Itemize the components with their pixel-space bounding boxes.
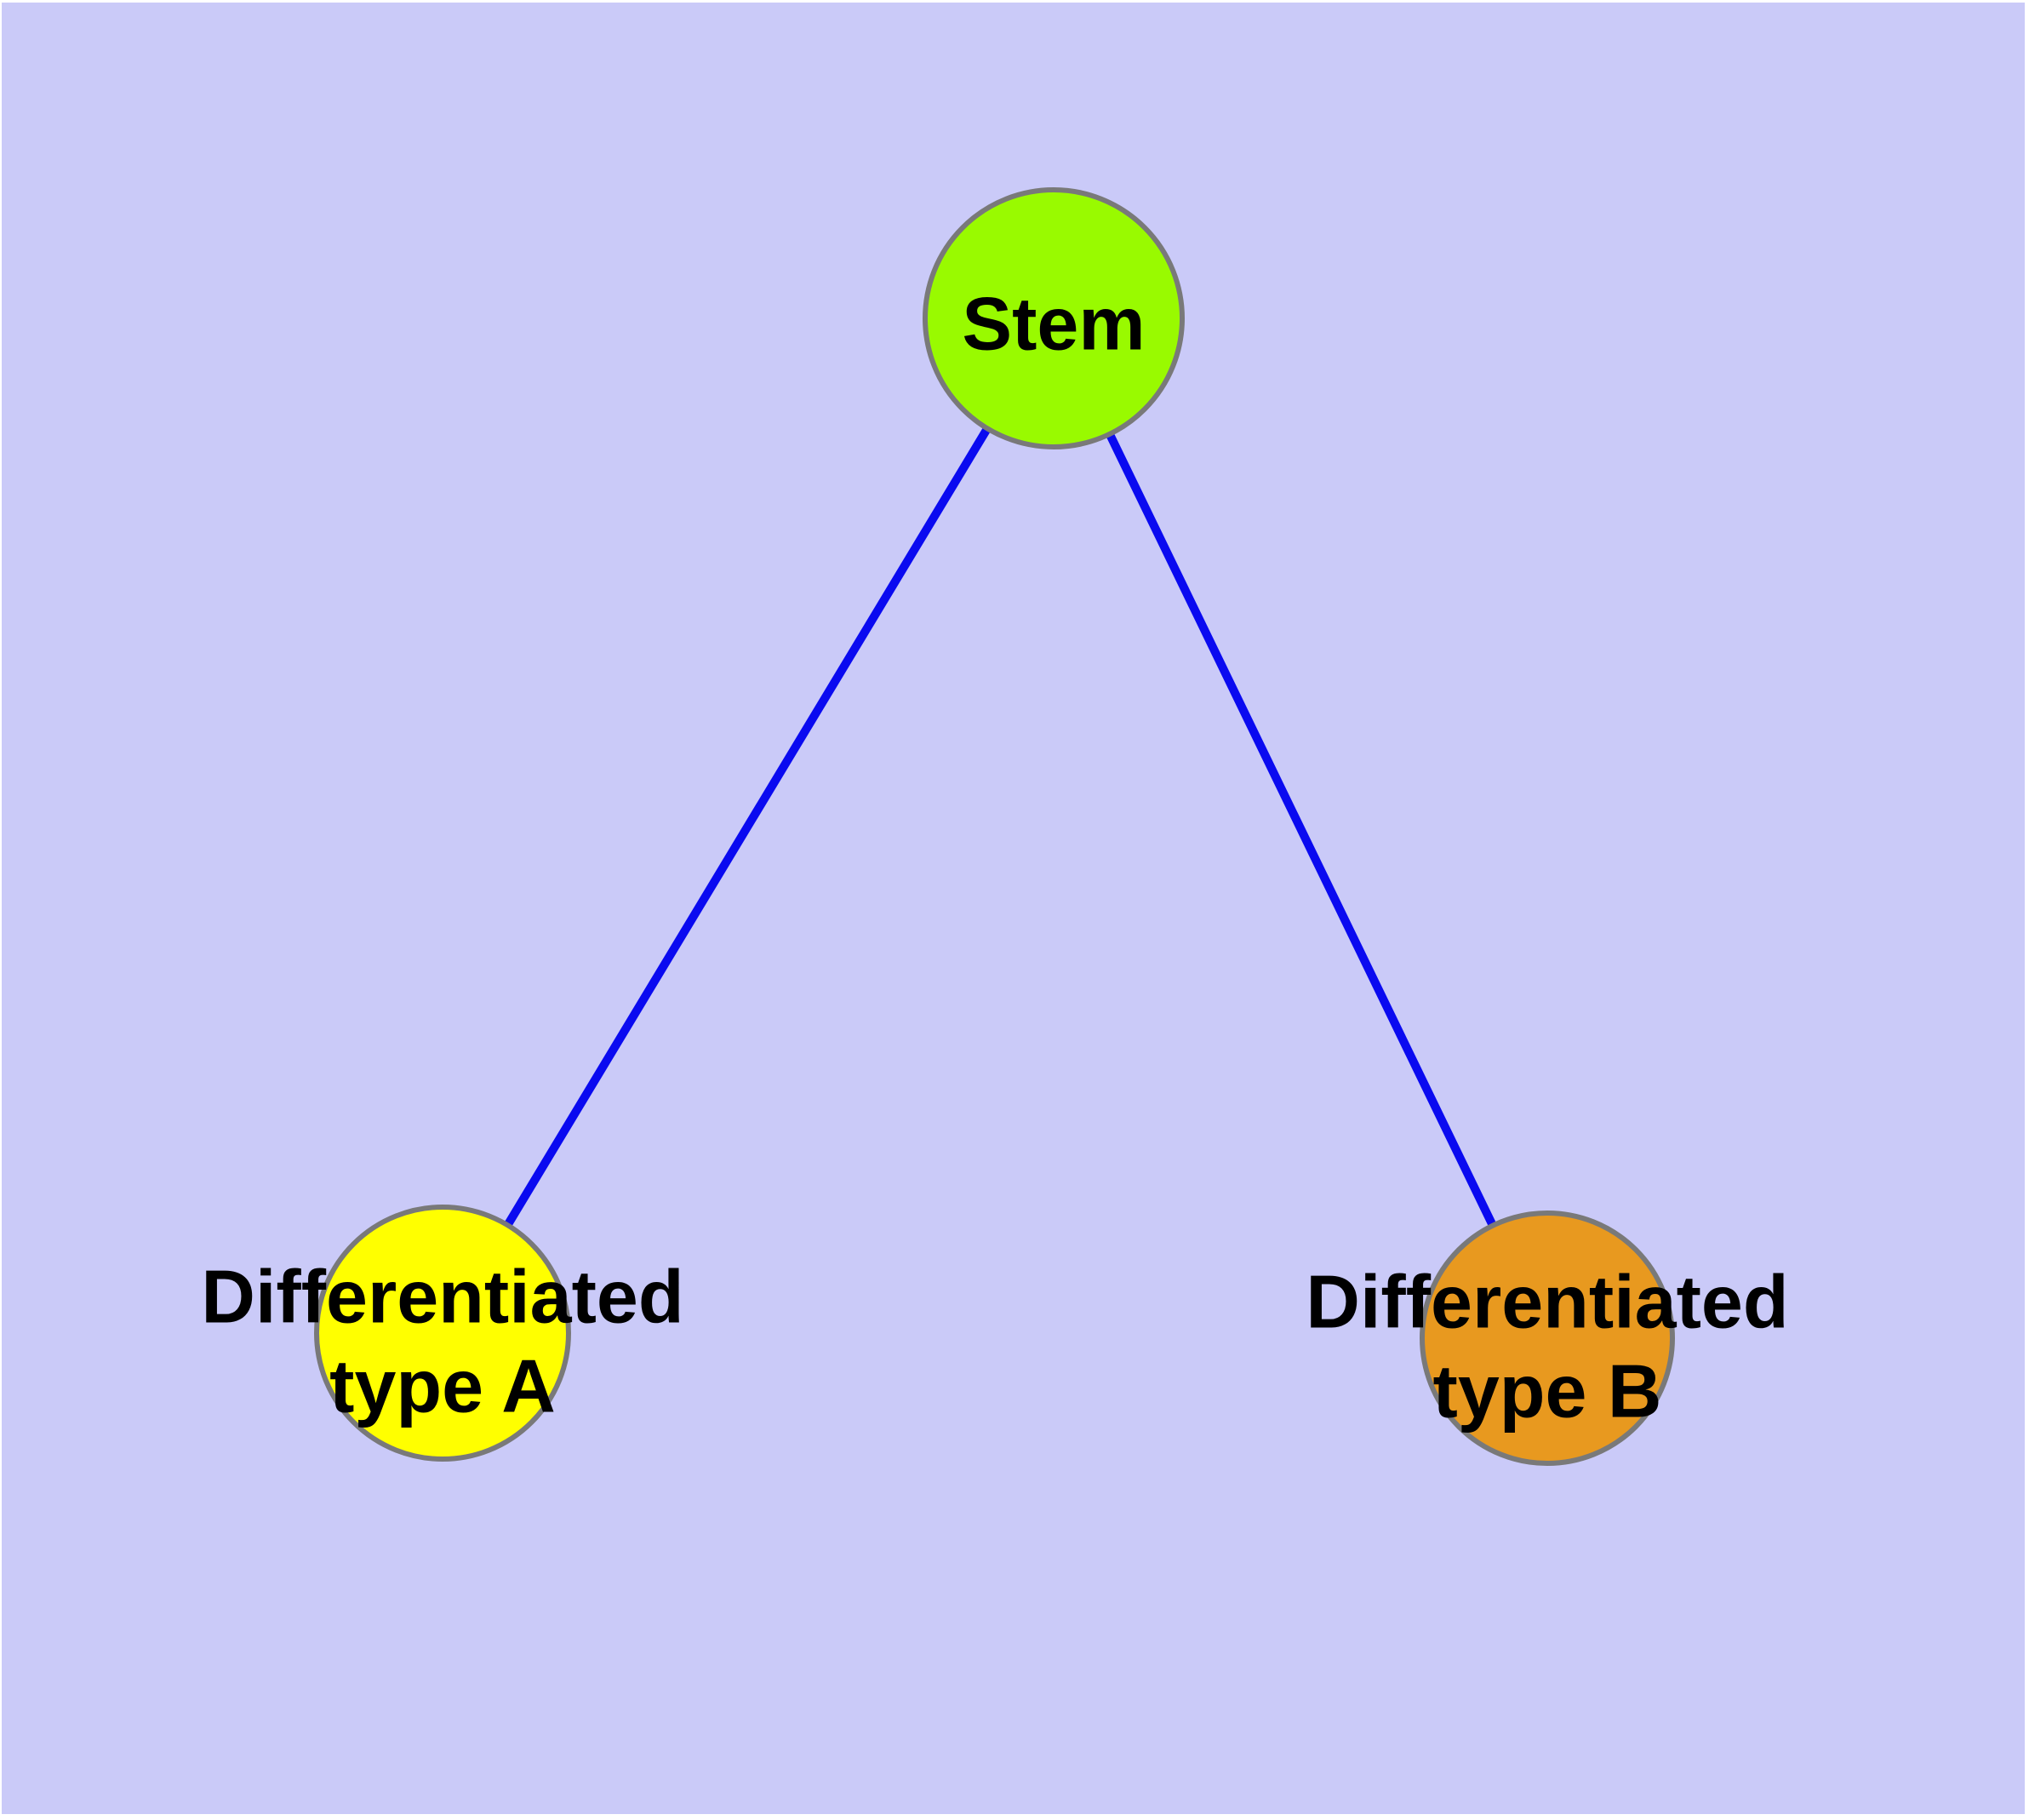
edge-stem-to-differentiated-type-b (1049, 314, 1552, 1342)
node-differentiated-type-a (314, 1205, 571, 1462)
node-differentiated-type-b-label-line1: Differentiated (1306, 1260, 1788, 1344)
edge-stem-to-differentiated-type-a (438, 314, 1058, 1337)
node-differentiated-type-b (1420, 1210, 1675, 1466)
node-differentiated-type-a-label-line2: type A (329, 1344, 556, 1428)
node-stem-label: Stem (962, 282, 1145, 366)
node-stem (923, 187, 1185, 449)
node-differentiated-type-a-label-line1: Differentiated (201, 1255, 683, 1339)
node-differentiated-type-b-label-line2: type B (1433, 1349, 1662, 1434)
